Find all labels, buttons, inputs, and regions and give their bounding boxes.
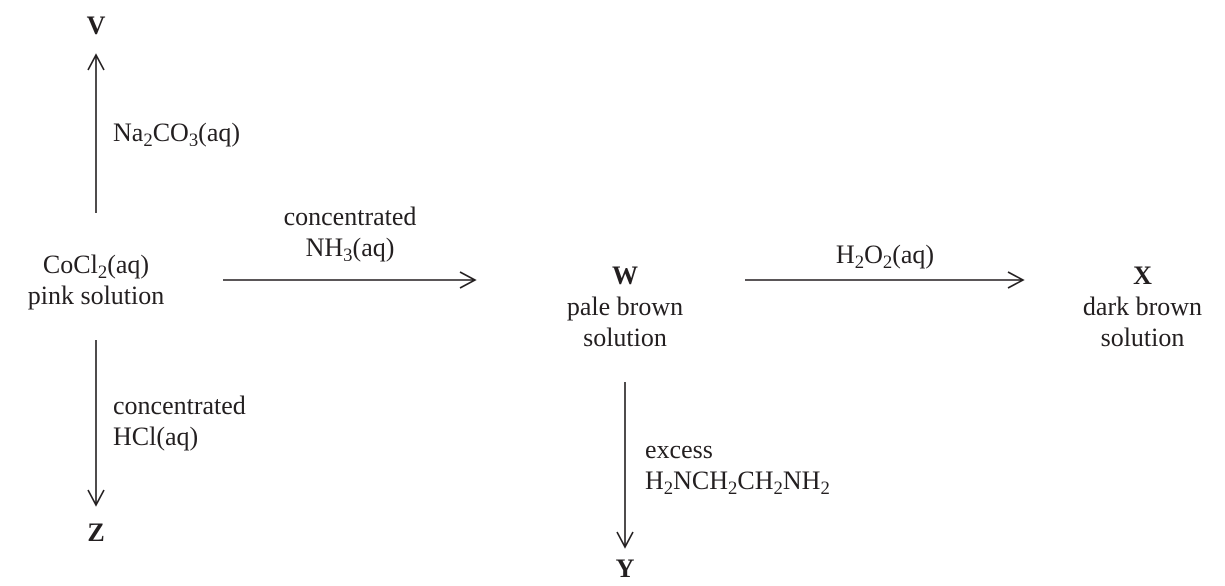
starting-material: CoCl2(aq) pink solution <box>0 249 192 311</box>
reagent-to-x: H2O2(aq) <box>835 240 935 274</box>
product-z-label: Z <box>87 518 105 547</box>
reagent-to-w: concentrated NH3(aq) <box>283 202 417 267</box>
reagent-to-y: excess H2NCH2CH2NH2 <box>645 435 830 500</box>
arrow-to-y <box>616 382 634 549</box>
arrow-to-x <box>745 271 1025 289</box>
arrow-to-w <box>223 271 477 289</box>
reagent-to-z: concentrated HCl(aq) <box>113 391 246 451</box>
arrow-to-v <box>87 53 105 213</box>
reagent-to-v: Na2CO3(aq) <box>113 118 241 152</box>
product-x-label: X <box>1133 261 1152 290</box>
product-v: V <box>71 10 121 41</box>
product-w: W pale brown solution <box>540 260 710 353</box>
product-z: Z <box>71 517 121 548</box>
product-x: X dark brown solution <box>1065 260 1220 353</box>
product-y-label: Y <box>615 554 635 583</box>
product-w-label: W <box>612 261 638 290</box>
starting-material-formula: CoCl2(aq) <box>42 250 150 284</box>
product-y: Y <box>600 553 650 584</box>
starting-material-description: pink solution <box>27 281 165 310</box>
arrow-to-z <box>87 340 105 507</box>
product-v-label: V <box>86 11 106 40</box>
